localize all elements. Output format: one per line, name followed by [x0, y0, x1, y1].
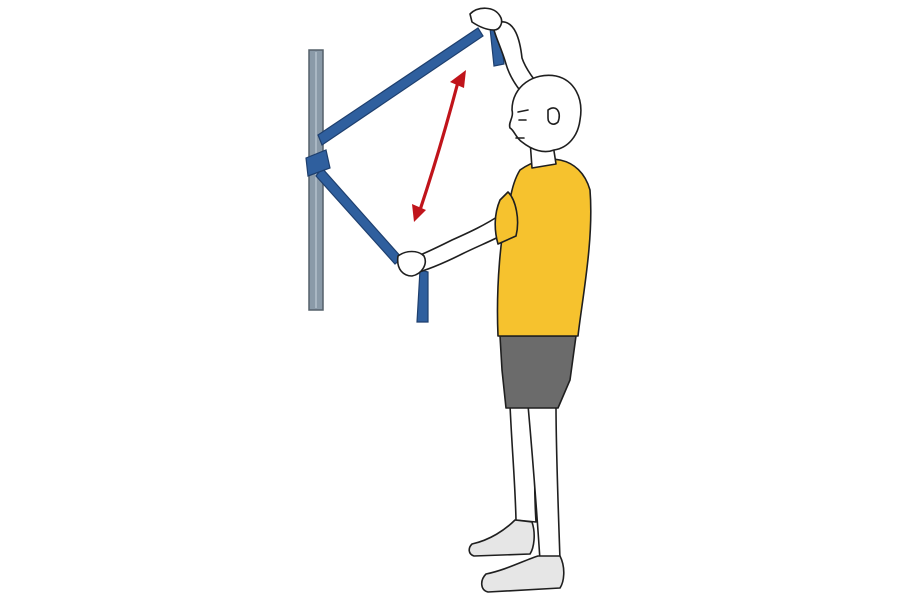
person-figure-icon	[396, 7, 592, 593]
double-arrow-icon	[412, 70, 466, 222]
resistance-band-icon	[305, 27, 505, 323]
